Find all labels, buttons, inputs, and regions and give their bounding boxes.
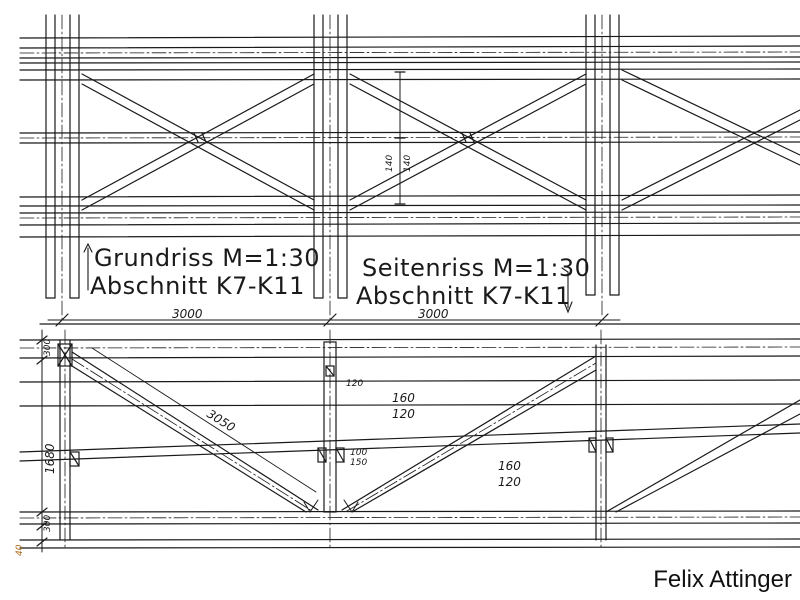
side-dim-bottom-height: 300 xyxy=(43,515,53,532)
side-post-size: 120 xyxy=(346,379,363,389)
side-beam-upper-b: 120 xyxy=(392,407,415,421)
plan-view-title-line2: Abschnitt K7-K11 xyxy=(90,272,305,300)
plan-view-title-line1: Grundriss M=1:30 xyxy=(94,244,320,272)
side-block-b: 150 xyxy=(350,458,367,468)
plan-dim-vertical-a: 140 xyxy=(385,155,395,172)
side-beam-lower-a: 160 xyxy=(498,459,521,473)
side-dim-top-height: 300 xyxy=(43,339,53,356)
side-dim-mid-height: 1680 xyxy=(43,443,57,474)
side-block-a: 100 xyxy=(350,448,367,458)
side-dim-span-left: 3000 xyxy=(172,307,203,321)
plan-dim-vertical-b: 140 xyxy=(403,155,413,172)
side-view xyxy=(19,267,800,553)
side-dim-span-right: 3000 xyxy=(418,307,449,321)
side-corner-mark: 40 xyxy=(15,544,25,556)
plan-view xyxy=(19,14,800,321)
side-view-title-line1: Seitenriss M=1:30 xyxy=(362,254,590,282)
side-beam-lower-b: 120 xyxy=(498,475,521,489)
author-credit: Felix Attinger xyxy=(653,566,792,593)
side-beam-upper-a: 160 xyxy=(392,391,415,405)
side-view-title-line2: Abschnitt K7-K11 xyxy=(356,282,571,310)
